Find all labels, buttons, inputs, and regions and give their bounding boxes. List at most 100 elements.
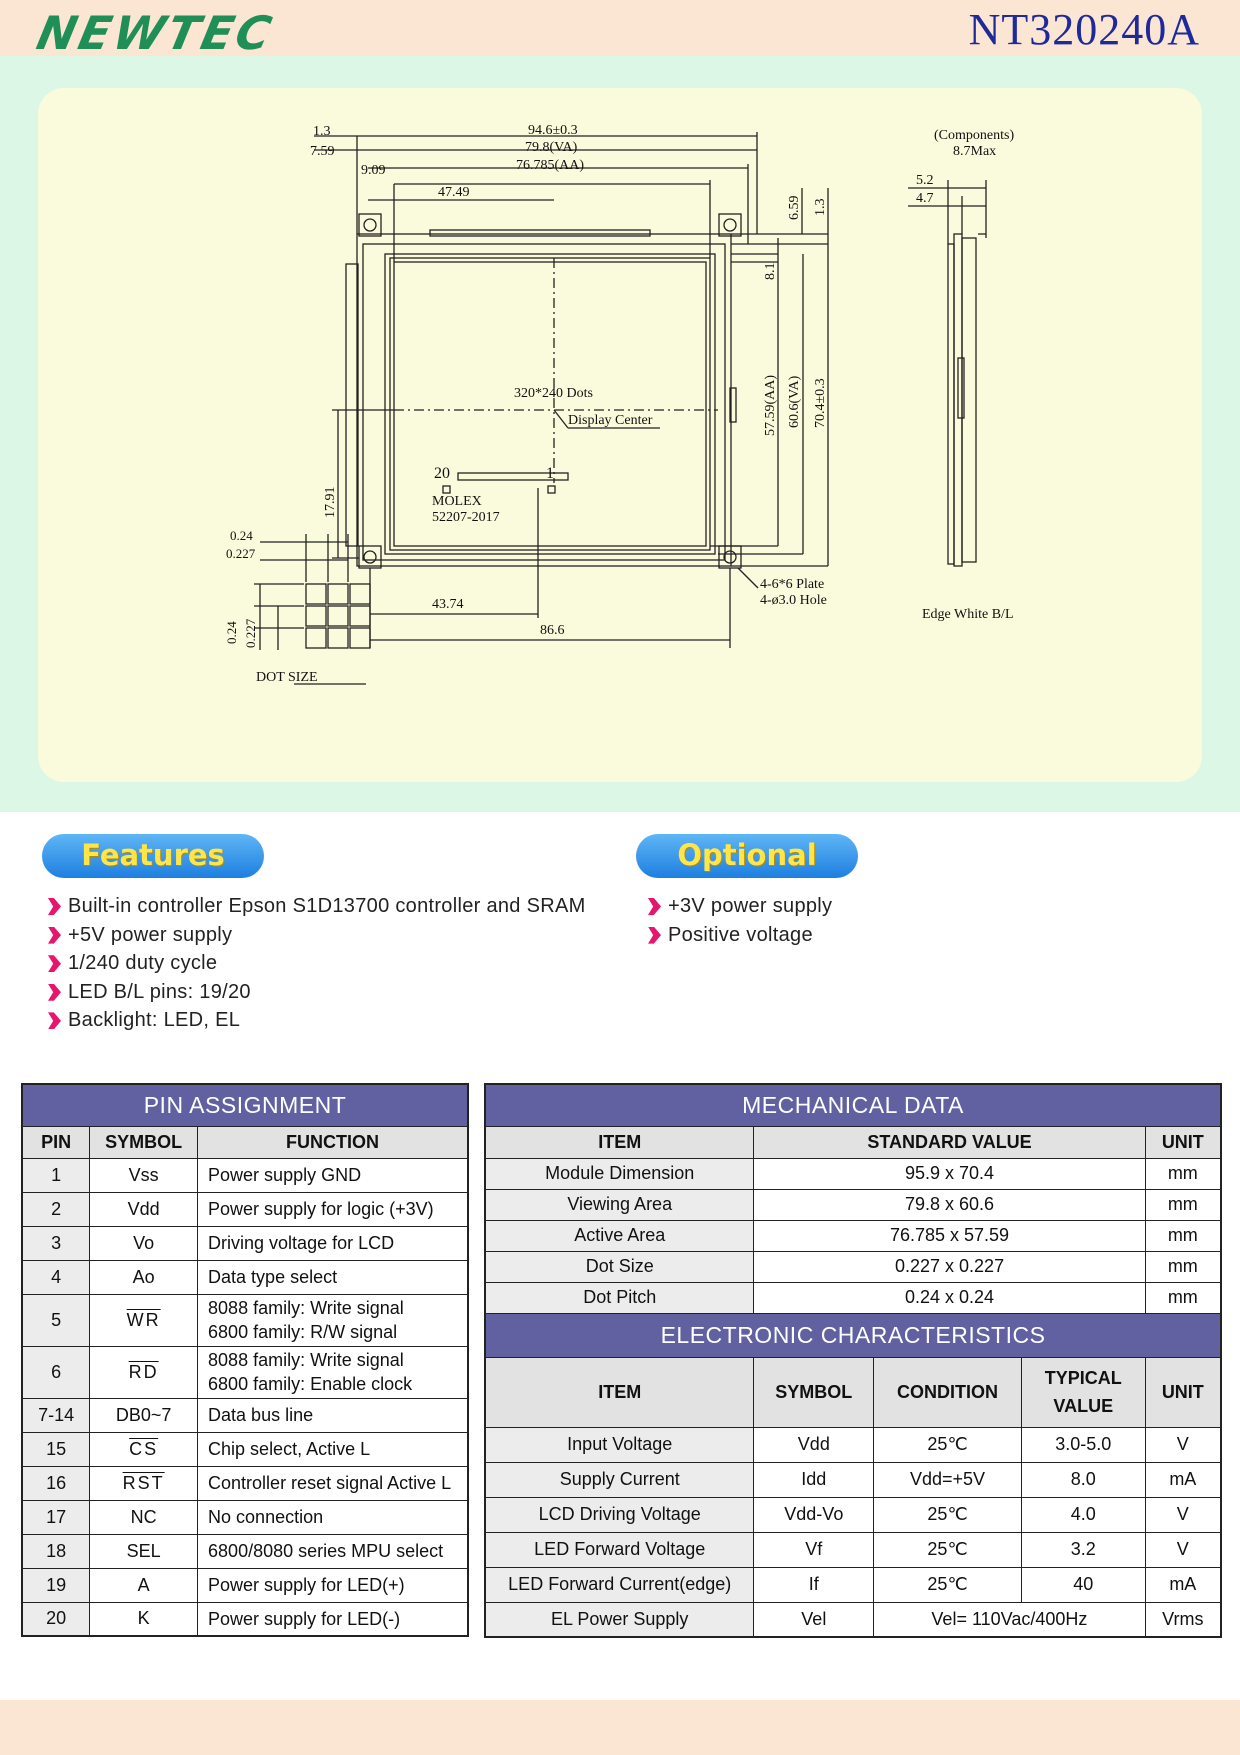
list-item: 1/240 duty cycle bbox=[42, 949, 586, 978]
function-cell: Power supply for LED(-) bbox=[197, 1601, 469, 1637]
value-cell: 0.227 x 0.227 bbox=[753, 1250, 1146, 1283]
pin-assignment-title: PIN ASSIGNMENT bbox=[21, 1083, 469, 1127]
symbol-cell: RD bbox=[128, 1361, 159, 1382]
dim-5-2: 5.2 bbox=[916, 173, 934, 188]
symbol-cell: A bbox=[89, 1567, 199, 1603]
bullet-icon bbox=[48, 955, 61, 972]
dim-9-09: 9.09 bbox=[361, 163, 386, 178]
symbol-cell: Vdd-Vo bbox=[753, 1496, 875, 1533]
features-heading: Features bbox=[42, 834, 264, 878]
feature-text: 1/240 duty cycle bbox=[68, 952, 218, 975]
function-cell: No connection bbox=[197, 1499, 469, 1535]
pin-cell: 7-14 bbox=[21, 1397, 91, 1433]
symbol-cell: WR bbox=[126, 1309, 161, 1330]
symbol-cell: K bbox=[89, 1601, 199, 1637]
dot-size-w-label: 0.227 bbox=[226, 546, 256, 561]
condition-cell: 25℃ bbox=[873, 1496, 1022, 1533]
col-standard-value: STANDARD VALUE bbox=[753, 1125, 1146, 1159]
dim-8-1: 8.1 bbox=[763, 263, 778, 281]
pin-cell: 2 bbox=[21, 1191, 91, 1227]
value-cell: 95.9 x 70.4 bbox=[753, 1157, 1146, 1190]
symbol-cell: Vel bbox=[753, 1601, 875, 1638]
item-cell: Dot Pitch bbox=[484, 1281, 755, 1314]
item-cell: EL Power Supply bbox=[484, 1601, 755, 1638]
drawing-panel: 1.3 7.59 9.09 94.6±0.3 79.8(VA) 76.785(A… bbox=[38, 88, 1202, 782]
dim-43-74: 43.74 bbox=[432, 597, 464, 612]
pin-cell: 18 bbox=[21, 1533, 91, 1569]
optional-list: +3V power supply Positive voltage bbox=[642, 892, 832, 949]
value-cell: 79.8 x 60.6 bbox=[753, 1188, 1146, 1221]
unit-cell: Vrms bbox=[1144, 1601, 1222, 1638]
col-symbol: SYMBOL bbox=[753, 1356, 875, 1428]
optional-text: +3V power supply bbox=[668, 895, 833, 917]
function-cell: Power supply for logic (+3V) bbox=[197, 1191, 469, 1227]
dim-1-3: 1.3 bbox=[313, 124, 331, 139]
unit-cell: V bbox=[1144, 1496, 1222, 1533]
function-cell: Chip select, Active L bbox=[197, 1431, 469, 1467]
function-cell: Controller reset signal Active L bbox=[197, 1465, 469, 1501]
dim-1-3-right: 1.3 bbox=[813, 199, 828, 217]
condition-cell: 25℃ bbox=[873, 1566, 1022, 1603]
bullet-icon bbox=[48, 1012, 61, 1029]
col-unit: UNIT bbox=[1144, 1356, 1222, 1428]
newtec-logo: NEWTEC bbox=[32, 6, 279, 60]
pin-cell: 15 bbox=[21, 1431, 91, 1467]
electronic-characteristics-title: ELECTRONIC CHARACTERISTICS bbox=[484, 1312, 1222, 1358]
symbol-cell: Vo bbox=[89, 1225, 199, 1261]
pin20-label: 20 bbox=[434, 465, 450, 482]
side-components-label: (Components) bbox=[934, 128, 1014, 143]
side-max-label: 8.7Max bbox=[953, 144, 996, 159]
value-cell: 3.2 bbox=[1020, 1531, 1146, 1568]
col-symbol: SYMBOL bbox=[89, 1125, 199, 1159]
bullet-icon bbox=[48, 927, 61, 944]
pin-cell: 3 bbox=[21, 1225, 91, 1261]
unit-cell: mm bbox=[1144, 1219, 1222, 1252]
symbol-cell: DB0~7 bbox=[89, 1397, 199, 1433]
function-cell: Power supply for LED(+) bbox=[197, 1567, 469, 1603]
pin-cell: 20 bbox=[21, 1601, 91, 1637]
dim-76-785-aa: 76.785(AA) bbox=[516, 158, 584, 173]
function-line: 8088 family: Write signal bbox=[208, 1298, 404, 1318]
list-item: +3V power supply bbox=[642, 892, 832, 921]
optional-text: Positive voltage bbox=[668, 923, 813, 946]
unit-cell: mm bbox=[1144, 1157, 1222, 1190]
dim-4-7: 4.7 bbox=[916, 191, 934, 206]
function-cell: Data type select bbox=[197, 1259, 469, 1295]
condition-cell: Vdd=+5V bbox=[873, 1461, 1022, 1498]
dot-size-v-label: 0.227 bbox=[243, 618, 258, 648]
symbol-cell: If bbox=[753, 1566, 875, 1603]
unit-cell: mA bbox=[1144, 1566, 1222, 1603]
bullet-icon bbox=[48, 984, 61, 1001]
feature-text: Backlight: LED, EL bbox=[68, 1009, 241, 1032]
pin-cell: 5 bbox=[21, 1293, 91, 1347]
dot-pitch-label: 0.24 bbox=[230, 528, 253, 543]
item-cell: Viewing Area bbox=[484, 1188, 755, 1221]
function-cell: Driving voltage for LCD bbox=[197, 1225, 469, 1261]
function-cell: Data bus line bbox=[197, 1397, 469, 1433]
value-cell: 4.0 bbox=[1020, 1496, 1146, 1533]
unit-cell: mm bbox=[1144, 1250, 1222, 1283]
mechanical-data-title: MECHANICAL DATA bbox=[484, 1083, 1222, 1127]
item-cell: LED Forward Voltage bbox=[484, 1531, 755, 1568]
footer-bar bbox=[0, 1700, 1240, 1755]
value-cell: 8.0 bbox=[1020, 1461, 1146, 1498]
dim-60-6-va: 60.6(VA) bbox=[787, 375, 802, 428]
symbol-cell: Ao bbox=[89, 1259, 199, 1295]
condition-cell: Vel= 110Vac/400Hz bbox=[873, 1601, 1146, 1638]
unit-cell: mm bbox=[1144, 1188, 1222, 1221]
